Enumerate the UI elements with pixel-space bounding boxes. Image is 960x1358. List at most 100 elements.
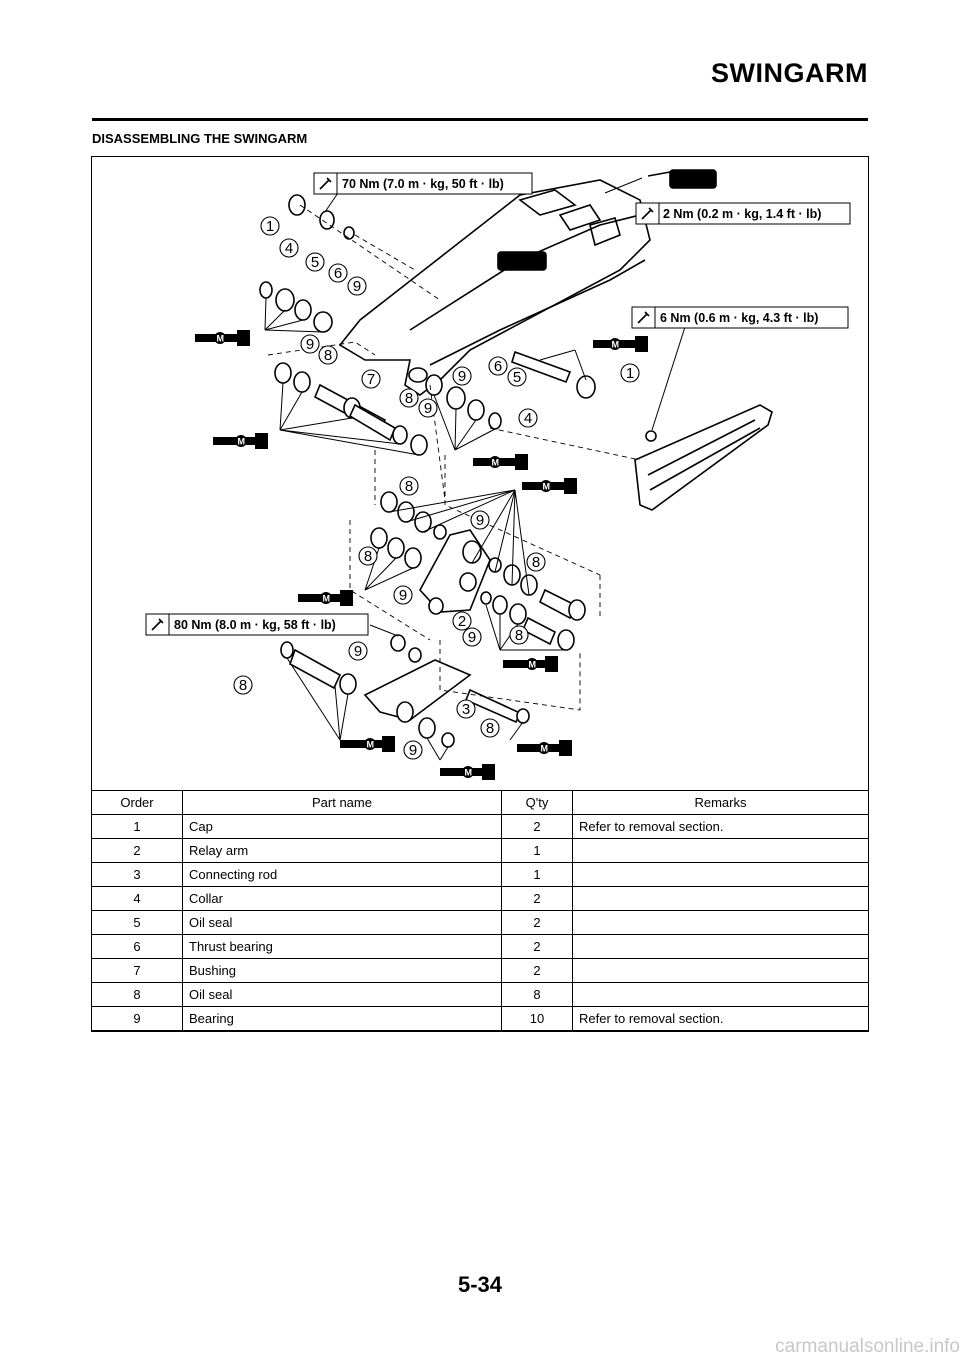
cell-qty: 2 — [501, 958, 573, 983]
torque-label-70: 70 Nm (7.0 m · kg, 50 ft · lb) — [342, 177, 504, 191]
callout-9: 9 — [300, 334, 320, 354]
svg-text:M: M — [323, 594, 331, 604]
swingarm-body — [338, 169, 717, 396]
cell-order: 4 — [91, 886, 183, 911]
cell-qty: 1 — [501, 862, 573, 887]
svg-text:M: M — [543, 482, 551, 492]
svg-text:8: 8 — [515, 627, 523, 644]
cell-remarks — [572, 838, 869, 863]
leader-lines — [264, 177, 686, 761]
svg-text:6: 6 — [334, 265, 342, 282]
cell-remarks — [572, 958, 869, 983]
cell-part-name: Cap — [182, 814, 502, 839]
callout-9: 9 — [393, 585, 413, 605]
cell-part-name: Oil seal — [182, 982, 502, 1007]
table-header-row: Order Part name Q'ty Remarks — [91, 790, 869, 815]
svg-text:2: 2 — [458, 613, 466, 630]
cell-order: 7 — [91, 958, 183, 983]
callout-9: 9 — [452, 366, 472, 386]
callout-8: 8 — [233, 675, 253, 695]
cell-order: 1 — [91, 814, 183, 839]
torque-box-2: 2 Nm (0.2 m · kg, 1.4 ft · lb) — [635, 202, 851, 225]
cell-remarks — [572, 982, 869, 1007]
torque-box-6: 6 Nm (0.6 m · kg, 4.3 ft · lb) — [631, 306, 849, 329]
callout-8: 8 — [399, 388, 419, 408]
svg-text:8: 8 — [532, 554, 540, 571]
cell-order: 6 — [91, 934, 183, 959]
cell-remarks — [572, 910, 869, 935]
page-title: SWINGARM — [711, 58, 868, 88]
svg-text:8: 8 — [324, 347, 332, 364]
cell-remarks: Refer to removal section. — [572, 1006, 869, 1031]
header-remarks: Remarks — [572, 790, 869, 815]
cell-part-name: Bushing — [182, 958, 502, 983]
cell-qty: 2 — [501, 910, 573, 935]
callout-5: 5 — [305, 252, 325, 272]
header-qty: Q'ty — [501, 790, 573, 815]
svg-text:4: 4 — [285, 240, 293, 257]
svg-text:M: M — [217, 334, 225, 344]
svg-text:8: 8 — [405, 390, 413, 407]
callout-9: 9 — [403, 740, 423, 760]
header-part-name: Part name — [182, 790, 502, 815]
torque-box-80: 80 Nm (8.0 m · kg, 58 ft · lb) — [145, 613, 369, 636]
svg-text:9: 9 — [458, 368, 466, 385]
svg-text:8: 8 — [486, 720, 494, 737]
guide-lines — [267, 204, 641, 711]
callout-4: 4 — [518, 408, 538, 428]
callout-8: 8 — [526, 552, 546, 572]
diagram-frame — [91, 156, 869, 1032]
svg-text:6: 6 — [494, 358, 502, 375]
section-heading: DISASSEMBLING THE SWINGARM — [92, 131, 308, 146]
callout-8: 8 — [480, 718, 500, 738]
svg-text:9: 9 — [424, 400, 432, 417]
page-number: 5-34 — [457, 1272, 503, 1297]
cell-order: 2 — [91, 838, 183, 863]
cell-part-name: Oil seal — [182, 910, 502, 935]
svg-text:M: M — [529, 660, 537, 670]
svg-text:M: M — [612, 340, 620, 350]
callout-9: 9 — [462, 627, 482, 647]
callout-8: 8 — [358, 546, 378, 566]
svg-text:1: 1 — [626, 365, 634, 382]
callout-9: 9 — [348, 641, 368, 661]
callout-9: 9 — [347, 276, 367, 296]
svg-text:8: 8 — [364, 548, 372, 565]
title-rule — [92, 118, 868, 121]
callout-7: 7 — [361, 369, 381, 389]
cell-qty: 1 — [501, 838, 573, 863]
svg-text:9: 9 — [354, 643, 362, 660]
svg-text:9: 9 — [476, 512, 484, 529]
cell-remarks — [572, 862, 869, 887]
cell-qty: 8 — [501, 982, 573, 1007]
callout-4: 4 — [279, 238, 299, 258]
svg-text:5: 5 — [311, 254, 319, 271]
cell-part-name: Bearing — [182, 1006, 502, 1031]
callout-1: 1 — [620, 363, 640, 383]
cell-order: 5 — [91, 910, 183, 935]
svg-text:8: 8 — [405, 478, 413, 495]
svg-text:M: M — [492, 458, 500, 468]
svg-text:7: 7 — [367, 371, 375, 388]
callout-9: 9 — [418, 398, 438, 418]
cell-part-name: Thrust bearing — [182, 934, 502, 959]
chain-guard — [634, 404, 773, 511]
cell-part-name: Relay arm — [182, 838, 502, 863]
torque-label-6: 6 Nm (0.6 m · kg, 4.3 ft · lb) — [660, 311, 818, 325]
right-pivot-parts — [425, 350, 657, 442]
left-pivot-parts — [259, 194, 428, 456]
svg-text:3: 3 — [462, 701, 470, 718]
callout-8: 8 — [509, 625, 529, 645]
svg-text:9: 9 — [468, 629, 476, 646]
cell-qty: 2 — [501, 814, 573, 839]
callout-3: 3 — [456, 699, 476, 719]
callout-6: 6 — [328, 263, 348, 283]
